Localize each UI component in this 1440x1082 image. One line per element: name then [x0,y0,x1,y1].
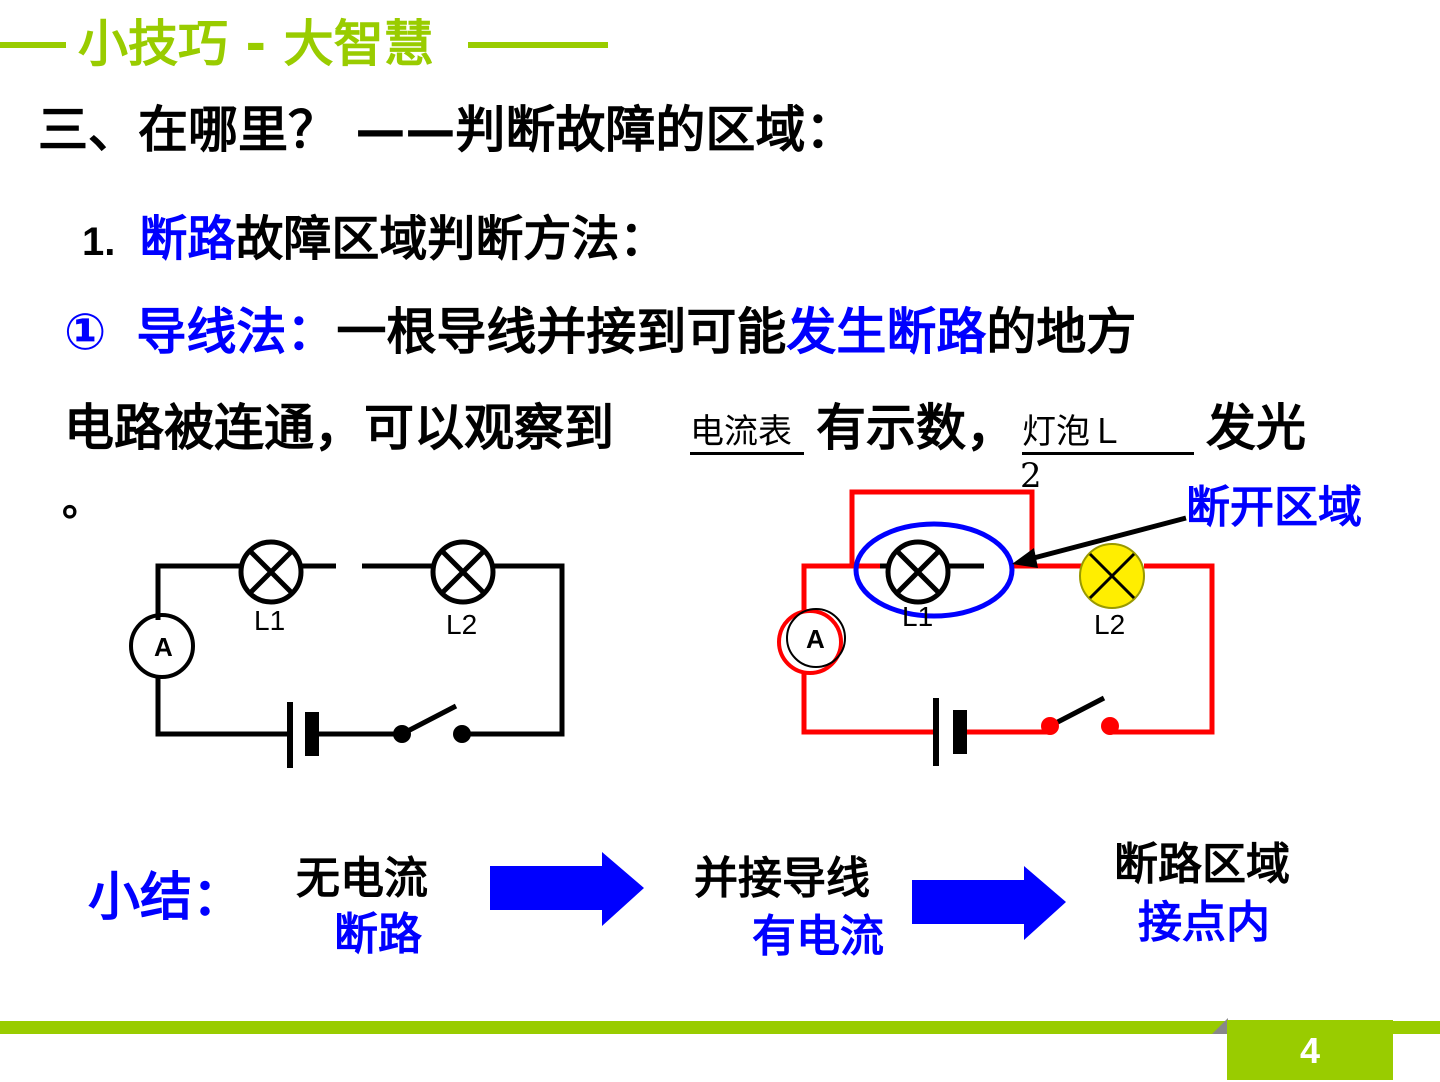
summary-step1-b: 断路 [334,909,422,960]
observation-text-b: 有示数， [816,399,1016,457]
right-switch-contact-1 [1041,717,1059,735]
callout-arrow-line [1025,515,1187,563]
left-circuit [129,539,565,768]
left-wire-top-left [155,563,240,620]
method-name: 导线法： [136,303,337,361]
sub-heading-number: 1. [82,220,116,264]
answer-blank-1 [690,452,804,455]
right-wire-right [1112,563,1215,735]
right-switch-contact-2 [1101,717,1119,735]
break-region-callout: 断开区域 [1186,482,1362,533]
method-marker: ① [64,303,107,361]
left-ammeter-label: A [154,632,173,662]
right-switch-lever [1048,695,1106,729]
answer-ammeter: 电流表 [690,412,792,452]
header-line-left [0,42,66,48]
answer-lamp-line2: 2 [1020,456,1042,496]
summary-arrow-2 [912,866,1066,940]
left-switch-contact-2 [453,725,471,743]
sub-heading-text: 故障区域判断方法： [235,211,668,267]
left-switch-lever [400,703,458,737]
section-heading: 三、在哪里？ ——判断故障的区域： [38,101,856,159]
footer-bar [0,1021,1440,1034]
right-wire-top-left [801,563,884,612]
observation-period: 。 [62,479,102,525]
method-text-b: 的地方 [986,303,1137,361]
summary-step1-a: 无电流 [296,853,428,904]
sub-heading: 1. 断路故障区域判断方法： [82,208,667,273]
right-wire-bypass [849,489,1035,566]
left-ammeter-symbol [129,613,195,679]
right-lamp1-symbol [885,539,951,605]
summary-step2-a: 并接导线 [694,853,870,904]
left-wire-bottom-left [155,676,290,737]
right-circuit [801,489,1215,735]
left-lamp1-label: L1 [254,605,285,636]
page-number: 4 [1227,1020,1393,1080]
callout-arrow-head [1012,548,1038,568]
left-wire-right [468,563,565,737]
right-lamp2-label: L2 [1094,609,1125,640]
left-lamp2-label: L2 [446,609,477,640]
right-ammeter-label: A [806,624,825,654]
method-line: ① 导线法：一根导线并接到可能发生断路的地方 [64,300,1136,364]
summary-step3-a: 断路区域 [1114,839,1290,890]
left-switch-contact-1 [393,725,411,743]
sub-heading-highlight: 断路 [139,211,236,267]
header-line-right [468,42,608,48]
answer-blank-2 [1022,452,1194,455]
page-corner-fold [1212,1018,1228,1034]
method-text-a: 一根导线并接到可能 [336,303,787,361]
left-lamp1-symbol [238,539,304,605]
header-title: 小技巧 - 大智慧 [78,15,434,73]
break-region-ring [853,521,1015,619]
left-lamp2-symbol [430,539,496,605]
observation-text-a: 电路被连通，可以观察到 [64,399,614,457]
method-text-highlight: 发生断路 [786,303,987,361]
summary-arrow-1 [490,852,644,926]
right-wire-bottom-left [801,670,936,735]
observation-text-c: 发光 [1206,399,1306,457]
summary-step2-b: 有电流 [752,911,884,962]
answer-lamp-line1: 灯泡Ｌ [1022,412,1124,452]
right-lamp1-label: L1 [902,601,933,632]
summary-label: 小结： [88,868,245,928]
summary-step3-b: 接点内 [1138,897,1270,948]
